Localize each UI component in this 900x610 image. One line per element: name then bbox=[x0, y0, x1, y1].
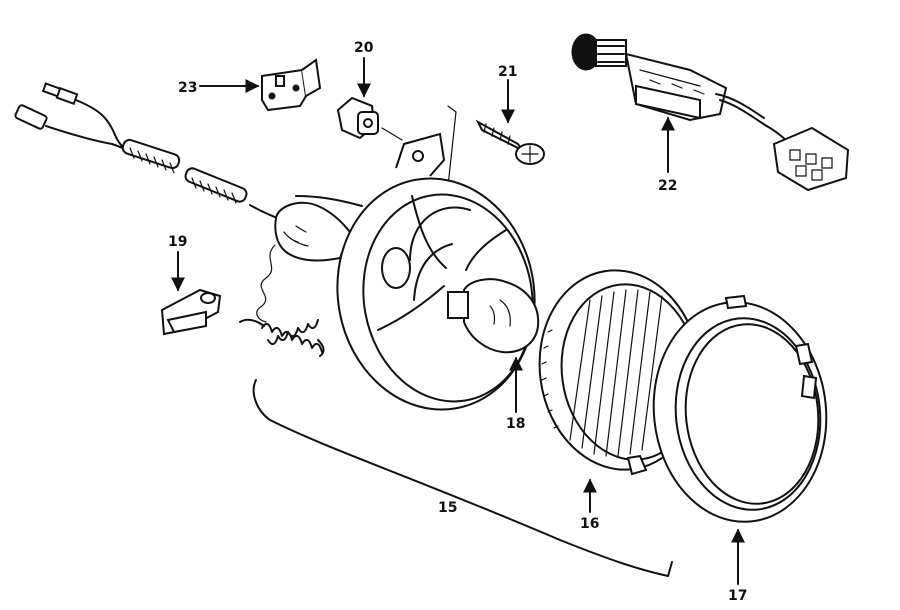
part-22-switch bbox=[571, 33, 850, 192]
part-17-retaining-ring bbox=[652, 294, 828, 523]
part-19-clip bbox=[160, 288, 222, 336]
part-23-bracket bbox=[261, 58, 322, 112]
guide-21 bbox=[447, 105, 457, 187]
wire-harness bbox=[14, 82, 363, 323]
part-20-grommet bbox=[336, 96, 379, 140]
guide-20 bbox=[381, 127, 403, 141]
callout-15: 15 bbox=[438, 500, 457, 516]
callout-18: 18 bbox=[506, 416, 525, 432]
callout-22: 22 bbox=[658, 178, 677, 194]
wire-connector-upper bbox=[41, 82, 79, 106]
wire-sleeve-1 bbox=[121, 138, 181, 174]
callout-19: 19 bbox=[168, 234, 187, 250]
wire-sleeve-2 bbox=[184, 167, 248, 204]
callout-23: 23 bbox=[178, 80, 197, 96]
callout-21: 21 bbox=[498, 64, 517, 80]
bulb-socket bbox=[274, 201, 352, 262]
callout-17: 17 bbox=[728, 588, 747, 604]
adjusting-spring bbox=[239, 318, 325, 357]
callout-20: 20 bbox=[354, 40, 374, 56]
assembly-bracket-15 bbox=[252, 379, 669, 577]
part-18-bulb bbox=[447, 278, 540, 354]
part-21-screw bbox=[475, 119, 545, 165]
wire-connector-lower bbox=[14, 104, 48, 130]
callout-16: 16 bbox=[580, 516, 599, 532]
